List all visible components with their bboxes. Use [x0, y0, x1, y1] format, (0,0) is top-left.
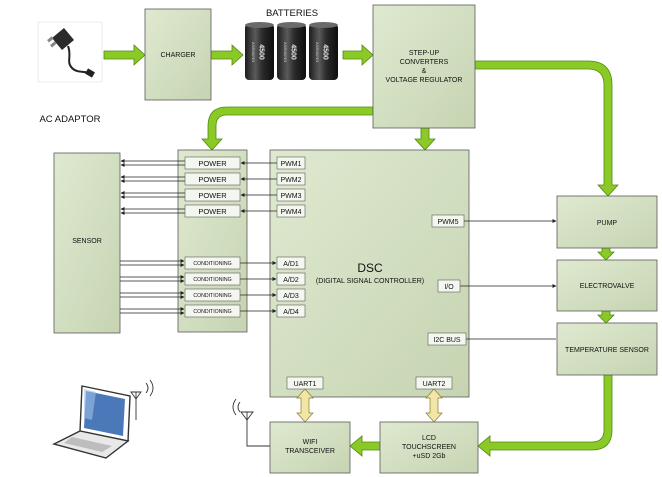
io-port: I/O: [437, 279, 461, 293]
pwm-port-label: PWM2: [281, 177, 302, 184]
uart2-port-label: UART2: [423, 381, 446, 388]
stepup-block: [372, 4, 476, 129]
arrow-stepup-to-pump: [474, 60, 619, 197]
ad-port: A/D2: [276, 272, 306, 286]
temperature-sensor-block: [556, 322, 658, 376]
wifi-label-line1: WIFI: [303, 439, 318, 446]
pump-block: [556, 195, 658, 249]
battery-icon: 4500 ANSMANN 4500 ANSMANN 4500 ANSMANN: [245, 22, 338, 80]
electrovalve-label: ELECTROVALVE: [580, 283, 635, 290]
stepup-label-line1: STEP-UP: [409, 50, 440, 57]
pwm-port: PWM4: [276, 204, 306, 218]
arrow-batteries-to-stepup: [342, 44, 374, 66]
charger-block: [144, 8, 212, 101]
ad-port-label: A/D1: [283, 261, 299, 268]
arrow-lcd-to-wifi: [349, 435, 381, 457]
uart1-port-label: UART1: [294, 381, 317, 388]
power-block-label: POWER: [198, 175, 227, 184]
batteries-title: BATTERIES: [266, 8, 318, 19]
power-block-label: POWER: [198, 207, 227, 216]
power-block-label: POWER: [198, 191, 227, 200]
battery-capacity-1: 4500: [258, 44, 265, 60]
antenna-icon: [232, 398, 270, 447]
ad-port: A/D3: [276, 288, 306, 302]
wifi-transceiver-block: [269, 421, 351, 474]
arrow-stepup-to-interfaces: [201, 106, 374, 151]
arrow-pump-to-electrovalve: [597, 247, 615, 261]
arrow-stepup-to-dsc: [414, 127, 436, 151]
sensor-label: SENSOR: [72, 238, 102, 245]
arrow-temp-to-lcd: [477, 374, 613, 457]
dsc-title: DSC: [357, 261, 383, 275]
battery-capacity-3: 4500: [322, 44, 329, 60]
battery-cell-3: 4500 ANSMANN: [309, 22, 338, 80]
pump-label: PUMP: [597, 220, 618, 227]
charger-label: CHARGER: [160, 52, 195, 59]
temperature-sensor-label: TEMPERATURE SENSOR: [565, 347, 649, 354]
power-block: POWER: [184, 172, 241, 186]
i2c-port-label: I2C BUS: [433, 337, 461, 344]
lcd-label-line1: LCD: [422, 435, 436, 442]
power-blocks: POWER POWER POWER POWER: [184, 156, 241, 218]
uart1-port: UART1: [286, 376, 324, 390]
i2c-port: I2C BUS: [427, 332, 467, 346]
laptop-icon: [52, 379, 154, 459]
arrow-adaptor-to-charger: [103, 44, 146, 66]
conditioning-block-label: CONDITIONING: [193, 309, 231, 315]
ad-port-label: A/D3: [283, 293, 299, 300]
conditioning-block-label: CONDITIONING: [193, 277, 231, 283]
pwm5-port: PWM5: [431, 214, 465, 228]
wifi-label-line2: TRANSCEIVER: [285, 448, 335, 455]
battery-brand-3: ANSMANN: [315, 42, 320, 62]
arrow-electrovalve-to-temp: [597, 310, 615, 324]
power-block: POWER: [184, 204, 241, 218]
conditioning-block-label: CONDITIONING: [193, 293, 231, 299]
battery-cell-2: 4500 ANSMANN: [277, 22, 306, 80]
power-flow-arrows: [103, 44, 619, 457]
lcd-label-line3: +uSD 2Gb: [413, 453, 446, 460]
conditioning-block: CONDITIONING: [184, 272, 241, 286]
ad-port-label: A/D4: [283, 309, 299, 316]
pwm-port-label: PWM1: [281, 161, 302, 168]
stepup-label-line4: VOLTAGE REGULATOR: [386, 77, 463, 84]
pwm5-port-label: PWM5: [438, 219, 459, 226]
pwm-port: PWM3: [276, 188, 306, 202]
battery-brand-1: ANSMANN: [251, 42, 256, 62]
power-block: POWER: [184, 188, 241, 202]
conditioning-block: CONDITIONING: [184, 288, 241, 302]
battery-capacity-2: 4500: [290, 44, 297, 60]
stepup-label-line2: CONVERTERS: [400, 59, 449, 66]
arrow-charger-to-batteries: [210, 44, 244, 66]
signal-lines: [120, 159, 557, 341]
uart2-port: UART2: [415, 376, 453, 390]
lcd-touchscreen-block: [379, 421, 479, 474]
pwm-port-label: PWM3: [281, 193, 302, 200]
lcd-label-line2: TOUCHSCREEN: [402, 444, 456, 451]
io-port-label: I/O: [444, 284, 454, 291]
ad-port: A/D1: [276, 256, 306, 270]
dsc-subtitle: (DIGITAL SIGNAL CONTROLLER): [316, 278, 424, 285]
pwm-port-label: PWM4: [281, 209, 302, 216]
stepup-label-line3: &: [422, 68, 427, 75]
sensor-block: [53, 152, 121, 334]
conditioning-block-label: CONDITIONING: [193, 261, 231, 267]
conditioning-block: CONDITIONING: [184, 304, 241, 318]
electrovalve-block: [556, 259, 658, 312]
conditioning-blocks: CONDITIONING CONDITIONING CONDITIONING C…: [184, 256, 241, 318]
ad-ports: A/D1 A/D2 A/D3 A/D4: [276, 256, 306, 318]
ad-port: A/D4: [276, 304, 306, 318]
pwm-ports: PWM1 PWM2 PWM3 PWM4: [276, 156, 306, 218]
conditioning-block: CONDITIONING: [184, 256, 241, 270]
battery-brand-2: ANSMANN: [283, 42, 288, 62]
pwm-port: PWM2: [276, 172, 306, 186]
ad-port-label: A/D2: [283, 277, 299, 284]
battery-cell-1: 4500 ANSMANN: [245, 22, 274, 80]
power-block: POWER: [184, 156, 241, 170]
power-block-label: POWER: [198, 159, 227, 168]
ac-adaptor-title: AC ADAPTOR: [39, 114, 100, 125]
ac-adaptor-icon: [37, 21, 103, 83]
pwm-port: PWM1: [276, 156, 306, 170]
